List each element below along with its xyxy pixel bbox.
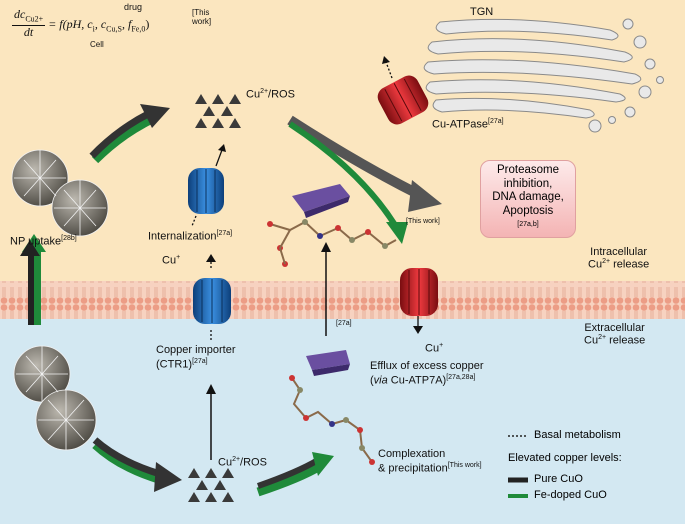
eq-numerator-sub: Cu2+ <box>25 14 44 24</box>
np-uptake-label: NP uptake[28b] <box>10 235 77 248</box>
cuo-nanoparticles-bottom-icon <box>13 345 97 451</box>
np-to-ros-arrow <box>89 104 170 164</box>
outcome-line2: inhibition, <box>503 177 553 190</box>
outcome-box: Proteasome inhibition, DNA damage, Apopt… <box>480 160 576 238</box>
lipid-bilayer <box>0 281 685 319</box>
legend-elevated-label: Elevated copper levels: <box>508 452 622 464</box>
eq-numerator: dc <box>14 7 26 21</box>
eq-cu-sub: Cu,S <box>106 24 122 34</box>
tgn-label: TGN <box>470 6 494 18</box>
legend-basal-label: Basal metabolism <box>534 429 621 441</box>
cu-plus-right-label: Cu+ <box>425 342 444 355</box>
outcome-line1: Proteasome <box>496 164 559 176</box>
copper-importer-label: Copper importer <box>156 344 236 356</box>
eq-brace-cell: Cell <box>90 40 104 49</box>
outcome-ref: [27a,b] <box>517 221 539 228</box>
ctr1-label: (CTR1)[27a] <box>156 358 208 371</box>
efflux-via-label: (via Cu-ATP7A)[27a,28a] <box>370 374 476 387</box>
eq-ref: [This work] <box>192 8 212 26</box>
extracellular-label: Extracellular Cu2+ release <box>584 322 646 347</box>
rate-fraction: dcCu2+ dt <box>12 7 46 40</box>
ref-27a-arrow-label: [27a] <box>336 320 352 327</box>
rate-equation: dcCu2+ dt = f(pH, ci, cCu,S, fFe,0) Cell… <box>12 2 211 49</box>
outcome-line4: Apoptosis <box>502 204 554 217</box>
intracellular-label: Intracellular Cu2+ release <box>588 246 650 271</box>
ros-particles-bottom-icon <box>188 468 234 502</box>
ros-top-label: Cu2+/ROS <box>246 88 295 101</box>
ros-particles-top-icon <box>195 94 241 128</box>
eq-rhs-mid: , c <box>94 17 107 32</box>
cu-atpase-label: Cu-ATPase[27a] <box>432 118 504 131</box>
bottom-np-to-ros-arrow <box>92 437 182 492</box>
copper-drug-complex-upper-icon <box>267 184 397 267</box>
outcome-line3: DNA damage, <box>492 191 564 203</box>
eq-rhs-close: ) <box>145 17 150 32</box>
precipitation-label: & precipitation[This work] <box>378 462 482 475</box>
this-work-mid-label: [This work] <box>406 218 440 225</box>
legend-fe-label: Fe-doped CuO <box>534 489 607 501</box>
internalization-label: Internalization[27a] <box>148 230 233 243</box>
copper-drug-complex-lower-icon <box>289 350 375 465</box>
efflux-label: Efflux of excess copper <box>370 360 484 372</box>
eq-brace-drug: drug <box>124 2 143 12</box>
extracellular-region <box>0 285 685 524</box>
ros-to-complexation-arrow <box>256 452 334 497</box>
ros-bottom-label: Cu2+/ROS <box>218 456 267 469</box>
legend-pure-label: Pure CuO <box>534 473 583 485</box>
np-uptake-arrow <box>20 234 46 325</box>
ros-to-exporter-arrow <box>288 121 408 244</box>
ctr1-importer-icon <box>193 278 231 324</box>
atp7a-exporter-icon <box>400 268 438 316</box>
complexation-label: Complexation <box>378 448 446 460</box>
cuo-nanoparticles-top-icon <box>11 149 109 237</box>
eq-ci-sub: i <box>92 24 95 34</box>
cu-atpase-transporter-icon <box>377 75 429 125</box>
ros-to-apoptosis-arrow <box>287 115 442 212</box>
eq-fe-sub: Fe,0 <box>131 24 146 34</box>
eq-denominator: dt <box>23 25 34 40</box>
internalized-importer-icon <box>188 144 226 227</box>
eq-rhs-main: = f(pH, c <box>48 17 93 32</box>
eq-rhs-f: , f <box>121 17 132 32</box>
cu-plus-left-label: Cu+ <box>162 254 181 267</box>
tgn-golgi-icon <box>423 18 664 133</box>
